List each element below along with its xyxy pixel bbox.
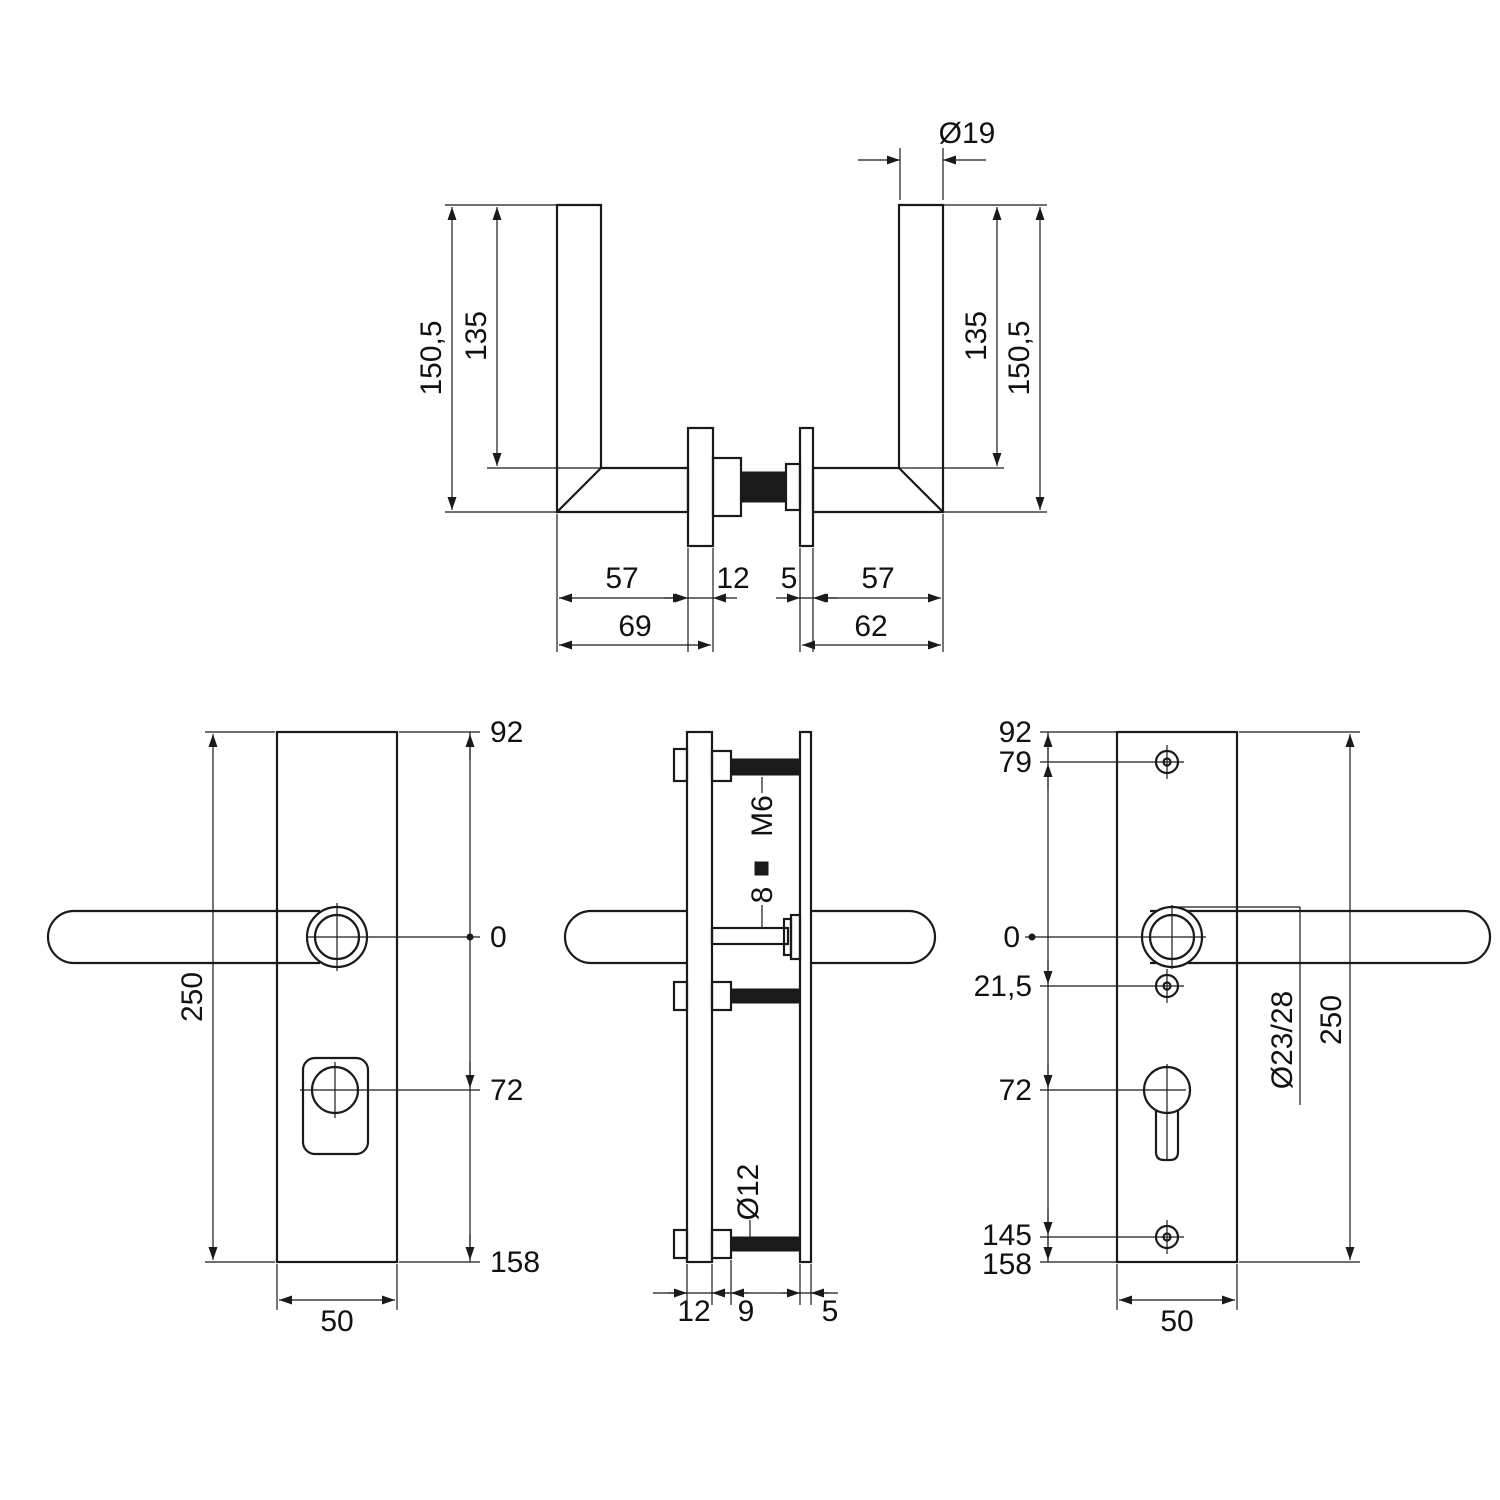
dim-145-int: 145: [982, 1219, 1032, 1252]
exterior-backplate: [275, 730, 399, 1264]
left-handle-side: [563, 909, 687, 965]
dim-21-5-int: 21,5: [974, 970, 1032, 1003]
bolt-boss: [672, 1228, 689, 1260]
dim-handle-diameter: Ø19: [939, 117, 996, 150]
exterior-plate-section: [685, 730, 714, 1264]
dim-0-int: 0: [1003, 921, 1020, 954]
interior-plate-section: [798, 730, 813, 1264]
bolt-head: [710, 749, 733, 783]
dim-rose-diameter: Ø23/28: [1266, 991, 1299, 1089]
interior-extension-lines: [1025, 731, 1360, 1310]
dim-92-ext: 92: [490, 716, 523, 749]
dim-square-8: 8: [746, 887, 779, 904]
datum-dot: [466, 933, 474, 941]
dim-62: 62: [854, 610, 887, 643]
right-handle-side: [811, 909, 937, 965]
dim-left-inner-length: 135: [460, 311, 493, 361]
bolt-thread: [730, 758, 801, 776]
dim-0-ext: 0: [490, 921, 507, 954]
exterior-plate-view: 92 0 72 158 250 50: [46, 716, 540, 1338]
bolt-boss: [672, 747, 689, 783]
dim-dia12: Ø12: [732, 1164, 765, 1221]
left-handle-outline: [555, 203, 690, 514]
spindle-washer: [789, 913, 802, 961]
interior-plate-view: 92 79 0 21,5 72 145 158 Ø23/28 250 50: [974, 716, 1492, 1338]
dim-standoff-9: 9: [738, 1295, 755, 1328]
dim-right-outer-length: 150,5: [1003, 320, 1036, 395]
dim-250-int: 250: [1315, 995, 1348, 1045]
square-spindle-symbol: [754, 861, 769, 876]
top-view: Ø19 150,5 135 135 150,5 57 12 5 57 69 62: [415, 117, 1047, 652]
bolt-thread: [730, 1236, 801, 1252]
dim-250-ext: 250: [176, 972, 209, 1022]
dim-158-int: 158: [982, 1248, 1032, 1281]
dim-12: 12: [716, 562, 749, 595]
right-rose-plate: [798, 426, 815, 548]
exterior-extension-lines: [205, 731, 480, 1310]
datum-dot: [1028, 933, 1036, 941]
dim-5: 5: [781, 562, 798, 595]
dim-92-int: 92: [999, 716, 1032, 749]
dim-158-ext: 158: [490, 1246, 540, 1279]
washer-stack: [784, 462, 802, 512]
bolt-head: [710, 1228, 733, 1260]
bolt-boss: [672, 980, 689, 1012]
interior-backplate: [1115, 730, 1239, 1264]
bolt-head: [710, 980, 733, 1012]
dim-m6-bolt: M6: [746, 795, 779, 837]
dim-plate-12: 12: [677, 1295, 710, 1328]
exterior-handle-bar: [46, 909, 320, 965]
dim-50-ext: 50: [320, 1305, 353, 1338]
dim-72-ext: 72: [490, 1074, 523, 1107]
side-view: M6 8 Ø12 12 9 5: [563, 730, 937, 1328]
threaded-spindle: [740, 471, 787, 503]
dim-right-inner-length: 135: [960, 311, 993, 361]
dim-57-left: 57: [605, 562, 638, 595]
spindle-collar: [711, 456, 743, 518]
dim-69: 69: [618, 610, 651, 643]
dim-57-right: 57: [861, 562, 894, 595]
dim-50-int: 50: [1160, 1305, 1193, 1338]
dim-79-int: 79: [999, 746, 1032, 779]
right-handle-outline: [811, 203, 945, 514]
dim-plate-5: 5: [822, 1295, 839, 1328]
spindle-rod: [710, 926, 790, 946]
dim-72-int: 72: [999, 1074, 1032, 1107]
bolt-thread: [730, 988, 801, 1004]
interior-handle-bar: [1150, 909, 1492, 965]
dim-left-outer-length: 150,5: [415, 320, 448, 395]
left-rose: [686, 426, 715, 548]
